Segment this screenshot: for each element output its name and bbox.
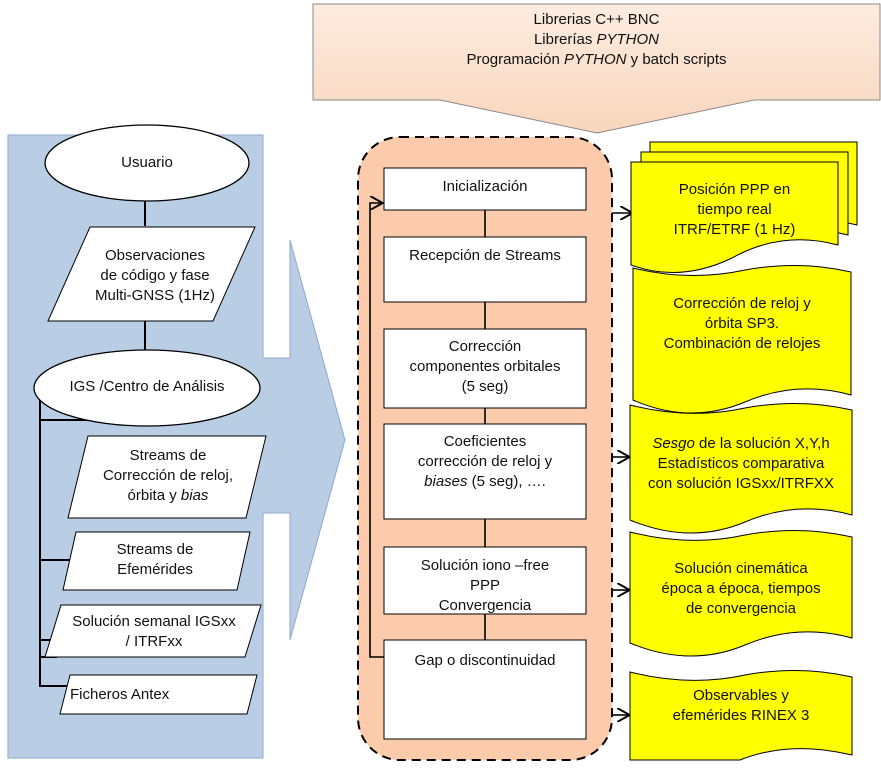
header-line-3c: y batch scripts <box>626 50 727 68</box>
ficheros-antex-shape <box>59 674 258 715</box>
cinematica-label: Solución cinemática época a época, tiemp… <box>630 559 852 618</box>
correccion-reloj-doc <box>632 264 852 414</box>
header-line-3a: Programación <box>466 50 564 68</box>
posicion-label: Posición PPP en tiempo real ITRF/ETRF (1… <box>631 180 838 239</box>
sesgo-line-a: Sesgo <box>652 435 695 452</box>
header-line-2b: PYTHON <box>596 30 660 48</box>
posicion-line: ITRF/ETRF (1 Hz) <box>673 220 796 238</box>
igs-label: IGS /Centro de Análisis <box>69 378 225 395</box>
inicializacion-label: Inicialización <box>442 178 528 195</box>
streams-correccion-line: Streams de <box>129 447 207 464</box>
ficheros-antex-label: Ficheros Antex <box>70 686 170 703</box>
solucion-semanal-line: / ITRFxx <box>125 632 183 650</box>
streams-efemerides-shape <box>62 531 251 591</box>
solucion-semanal-line: Solución semanal IGSxx <box>72 613 236 630</box>
coeficientes-last-a: biases <box>424 472 468 490</box>
solucion-semanal-label: Solución semanal IGSxx / ITRFxx <box>50 612 258 652</box>
correccion-reloj-line: órbita SP3. <box>704 314 780 332</box>
inicializacion-box <box>383 167 587 211</box>
correccion-reloj-label: Corrección de reloj y órbita SP3. Combin… <box>633 294 851 353</box>
streams-correccion-last-b: bias <box>180 486 209 504</box>
observaciones-label: Observaciones de código y fase Multi-GNS… <box>60 246 250 305</box>
header-line-2: Librerías PYTHON <box>313 30 880 50</box>
cinematica-doc <box>629 529 853 657</box>
solucion-iono-box <box>383 546 587 615</box>
header-arrow-shape <box>312 3 881 134</box>
header-line-3b: PYTHON <box>563 50 627 68</box>
coeficientes-label: Coeficientes corrección de reloj y biase… <box>384 432 586 491</box>
coeficientes-line: biases (5 seg), …. <box>384 472 586 492</box>
sesgo-line: Sesgo de la solución X,Y,h <box>630 434 852 454</box>
sesgo-doc <box>629 402 853 534</box>
usuario-label: Usuario <box>121 154 173 171</box>
streams-efemerides-line: Efemérides <box>117 560 193 578</box>
solucion-iono-line: PPP <box>469 576 500 594</box>
coeficientes-box <box>383 423 587 520</box>
recepcion-box <box>383 236 587 303</box>
solucion-iono-line: Convergencia <box>438 596 532 614</box>
correccion-line: componentes orbitales <box>409 357 561 375</box>
streams-efemerides-line: Streams de <box>116 541 194 558</box>
observaciones-shape <box>47 226 256 322</box>
coeficientes-line: Coeficientes <box>443 433 527 450</box>
header-text: Librerias C++ BNC Librerías PYTHON Progr… <box>313 10 880 69</box>
correccion-reloj-line: Corrección de reloj y <box>673 295 811 312</box>
header-line-2a: Librerías <box>533 30 597 48</box>
streams-correccion-line: órbita y bias <box>78 486 258 506</box>
streams-correccion-line: Corrección de reloj, <box>102 466 234 484</box>
observables-doc <box>629 669 853 761</box>
posicion-line: Posición PPP en <box>678 181 791 198</box>
posicion-multidoc <box>630 141 858 273</box>
header-line-1: Librerias C++ BNC <box>533 11 660 28</box>
cinematica-line: de convergencia <box>685 599 797 617</box>
solucion-semanal-shape <box>44 604 262 658</box>
correccion-line: (5 seg) <box>461 377 509 395</box>
solucion-iono-label: Solución iono –free PPP Convergencia <box>384 556 586 615</box>
correccion-line: Corrección <box>448 338 522 355</box>
sesgo-line-b: de la solución X,Y,h <box>694 435 830 452</box>
sesgo-label: Sesgo de la solución X,Y,h Estadísticos … <box>630 434 852 493</box>
cinematica-line: época a época, tiempos <box>661 579 821 597</box>
observables-label: Observables y efemérides RINEX 3 <box>630 686 852 726</box>
process-connectors <box>369 203 631 715</box>
correccion-label: Corrección componentes orbitales (5 seg) <box>384 337 586 396</box>
recepcion-label: Recepción de Streams <box>409 247 561 264</box>
usuario-ellipse <box>44 124 250 202</box>
observables-line: Observables y <box>693 687 789 704</box>
correccion-box <box>383 328 587 409</box>
sesgo-line: Estadísticos comparativa <box>657 454 825 472</box>
solucion-iono-line: Solución iono –free <box>420 557 550 574</box>
sesgo-line: con solución IGSxx/ITRFXX <box>648 474 834 492</box>
header-line-3: Programación PYTHON y batch scripts <box>313 50 880 70</box>
streams-correccion-last-a: órbita y <box>127 486 181 504</box>
correccion-reloj-line: Combinación de relojes <box>663 334 821 352</box>
streams-correccion-shape <box>67 435 267 519</box>
gap-box <box>383 639 587 740</box>
coeficientes-line: corrección de reloj y <box>417 452 553 470</box>
streams-correccion-label: Streams de Corrección de reloj, órbita y… <box>78 446 258 505</box>
coeficientes-last-b: (5 seg), …. <box>467 472 546 490</box>
cinematica-line: Solución cinemática <box>674 560 808 577</box>
streams-efemerides-label: Streams de Efemérides <box>68 540 242 580</box>
posicion-line: tiempo real <box>697 200 772 218</box>
observaciones-line: de código y fase <box>100 266 210 284</box>
observaciones-line: Observaciones <box>104 247 206 264</box>
observaciones-line: Multi-GNSS (1Hz) <box>94 286 215 304</box>
gap-label: Gap o discontinuidad <box>414 652 556 669</box>
igs-ellipse <box>33 349 261 427</box>
observables-line: efemérides RINEX 3 <box>672 706 810 724</box>
